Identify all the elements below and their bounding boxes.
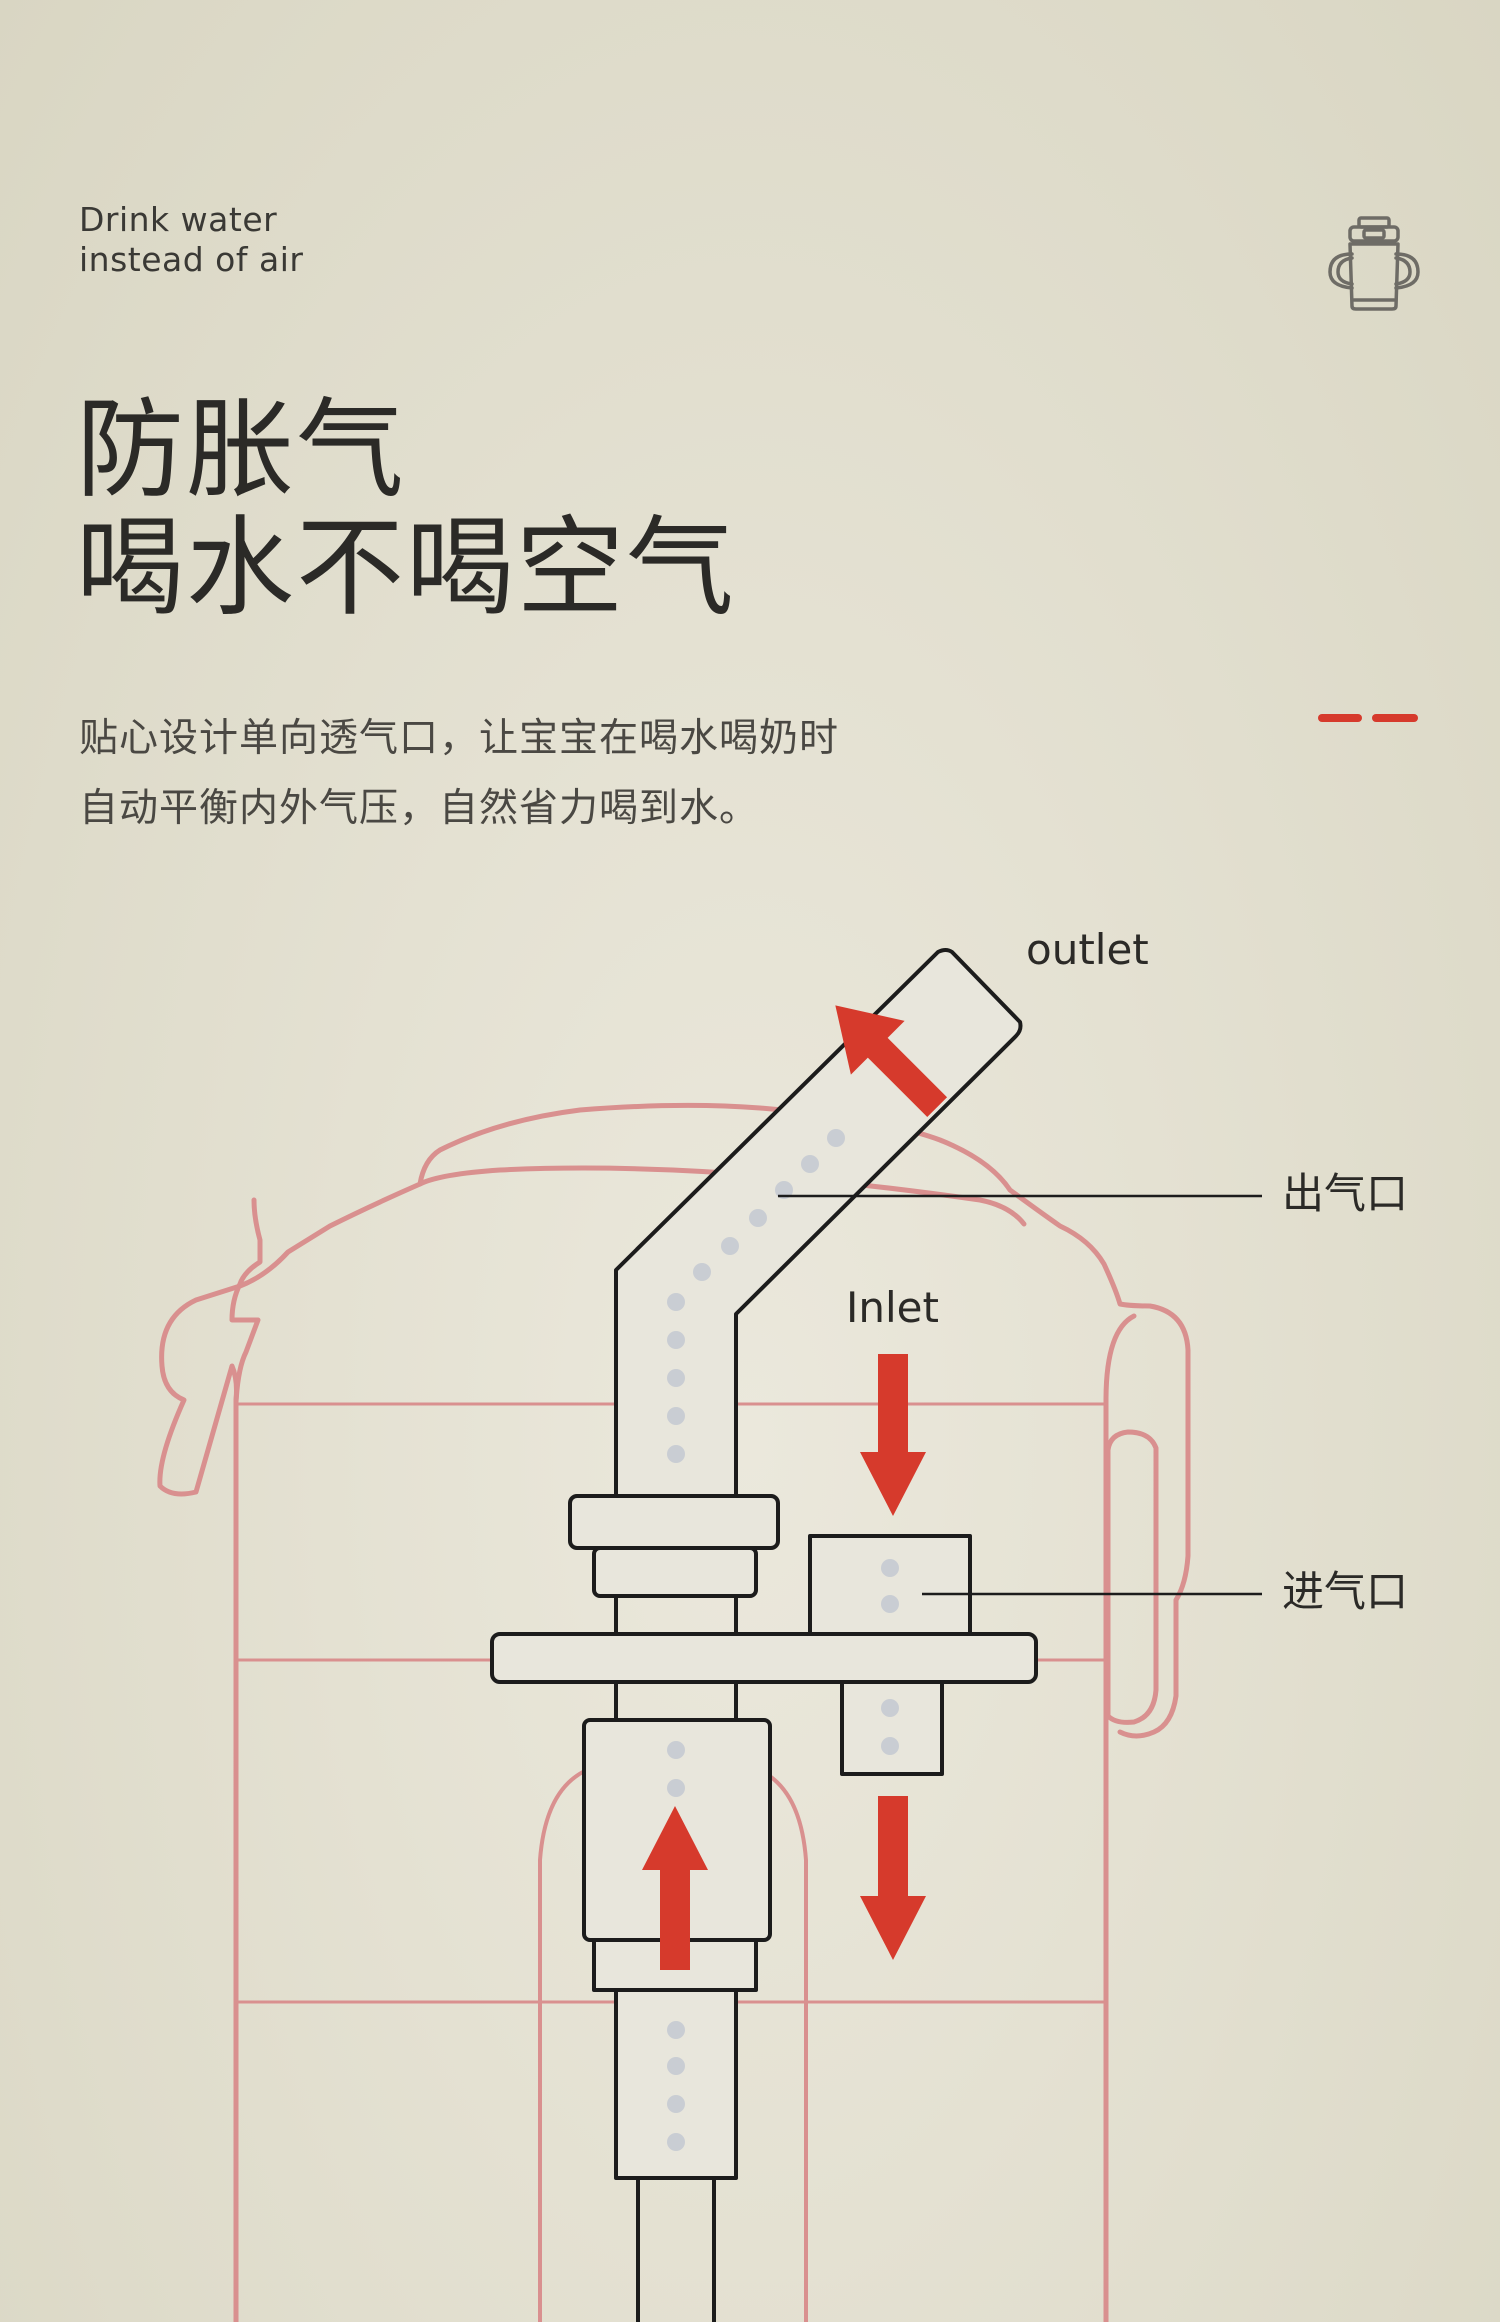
cup-outline [157, 1102, 1191, 2322]
down-arrow-icon [860, 1796, 926, 1960]
inlet-arrow-icon [860, 1354, 926, 1516]
headline-line-2: 喝水不喝空气 [76, 506, 737, 631]
accent-dash-left [1318, 714, 1362, 722]
outlet-arrow-icon [835, 1005, 948, 1118]
outlet-label: outlet [1026, 925, 1149, 974]
tagline-line-2: instead of air [79, 240, 304, 279]
valve-mechanism [490, 948, 1038, 2322]
description-line-1: 贴心设计单向透气口，让宝宝在喝水喝奶时 [79, 716, 840, 761]
inlet-label: Inlet [846, 1283, 939, 1332]
baby-cup-icon [1328, 216, 1420, 311]
accent-dash-right [1372, 714, 1418, 722]
headline-line-1: 防胀气 [76, 388, 407, 513]
leader-lines [778, 1194, 1262, 1596]
inlet-vent-label: 进气口 [1282, 1567, 1408, 1616]
page-title: 防胀气 喝水不喝空气 [76, 392, 736, 628]
outlet-vent-label: 出气口 [1282, 1169, 1408, 1218]
flow-arrows [642, 1005, 948, 1970]
flow-dots [667, 1129, 899, 2151]
tagline: Drink water instead of air [79, 200, 303, 280]
description: 贴心设计单向透气口，让宝宝在喝水喝奶时 自动平衡内外气压，自然省力喝到水。 [79, 704, 839, 844]
description-line-2: 自动平衡内外气压，自然省力喝到水。 [79, 786, 760, 831]
up-arrow-icon [642, 1806, 708, 1970]
tagline-line-1: Drink water [79, 200, 278, 239]
